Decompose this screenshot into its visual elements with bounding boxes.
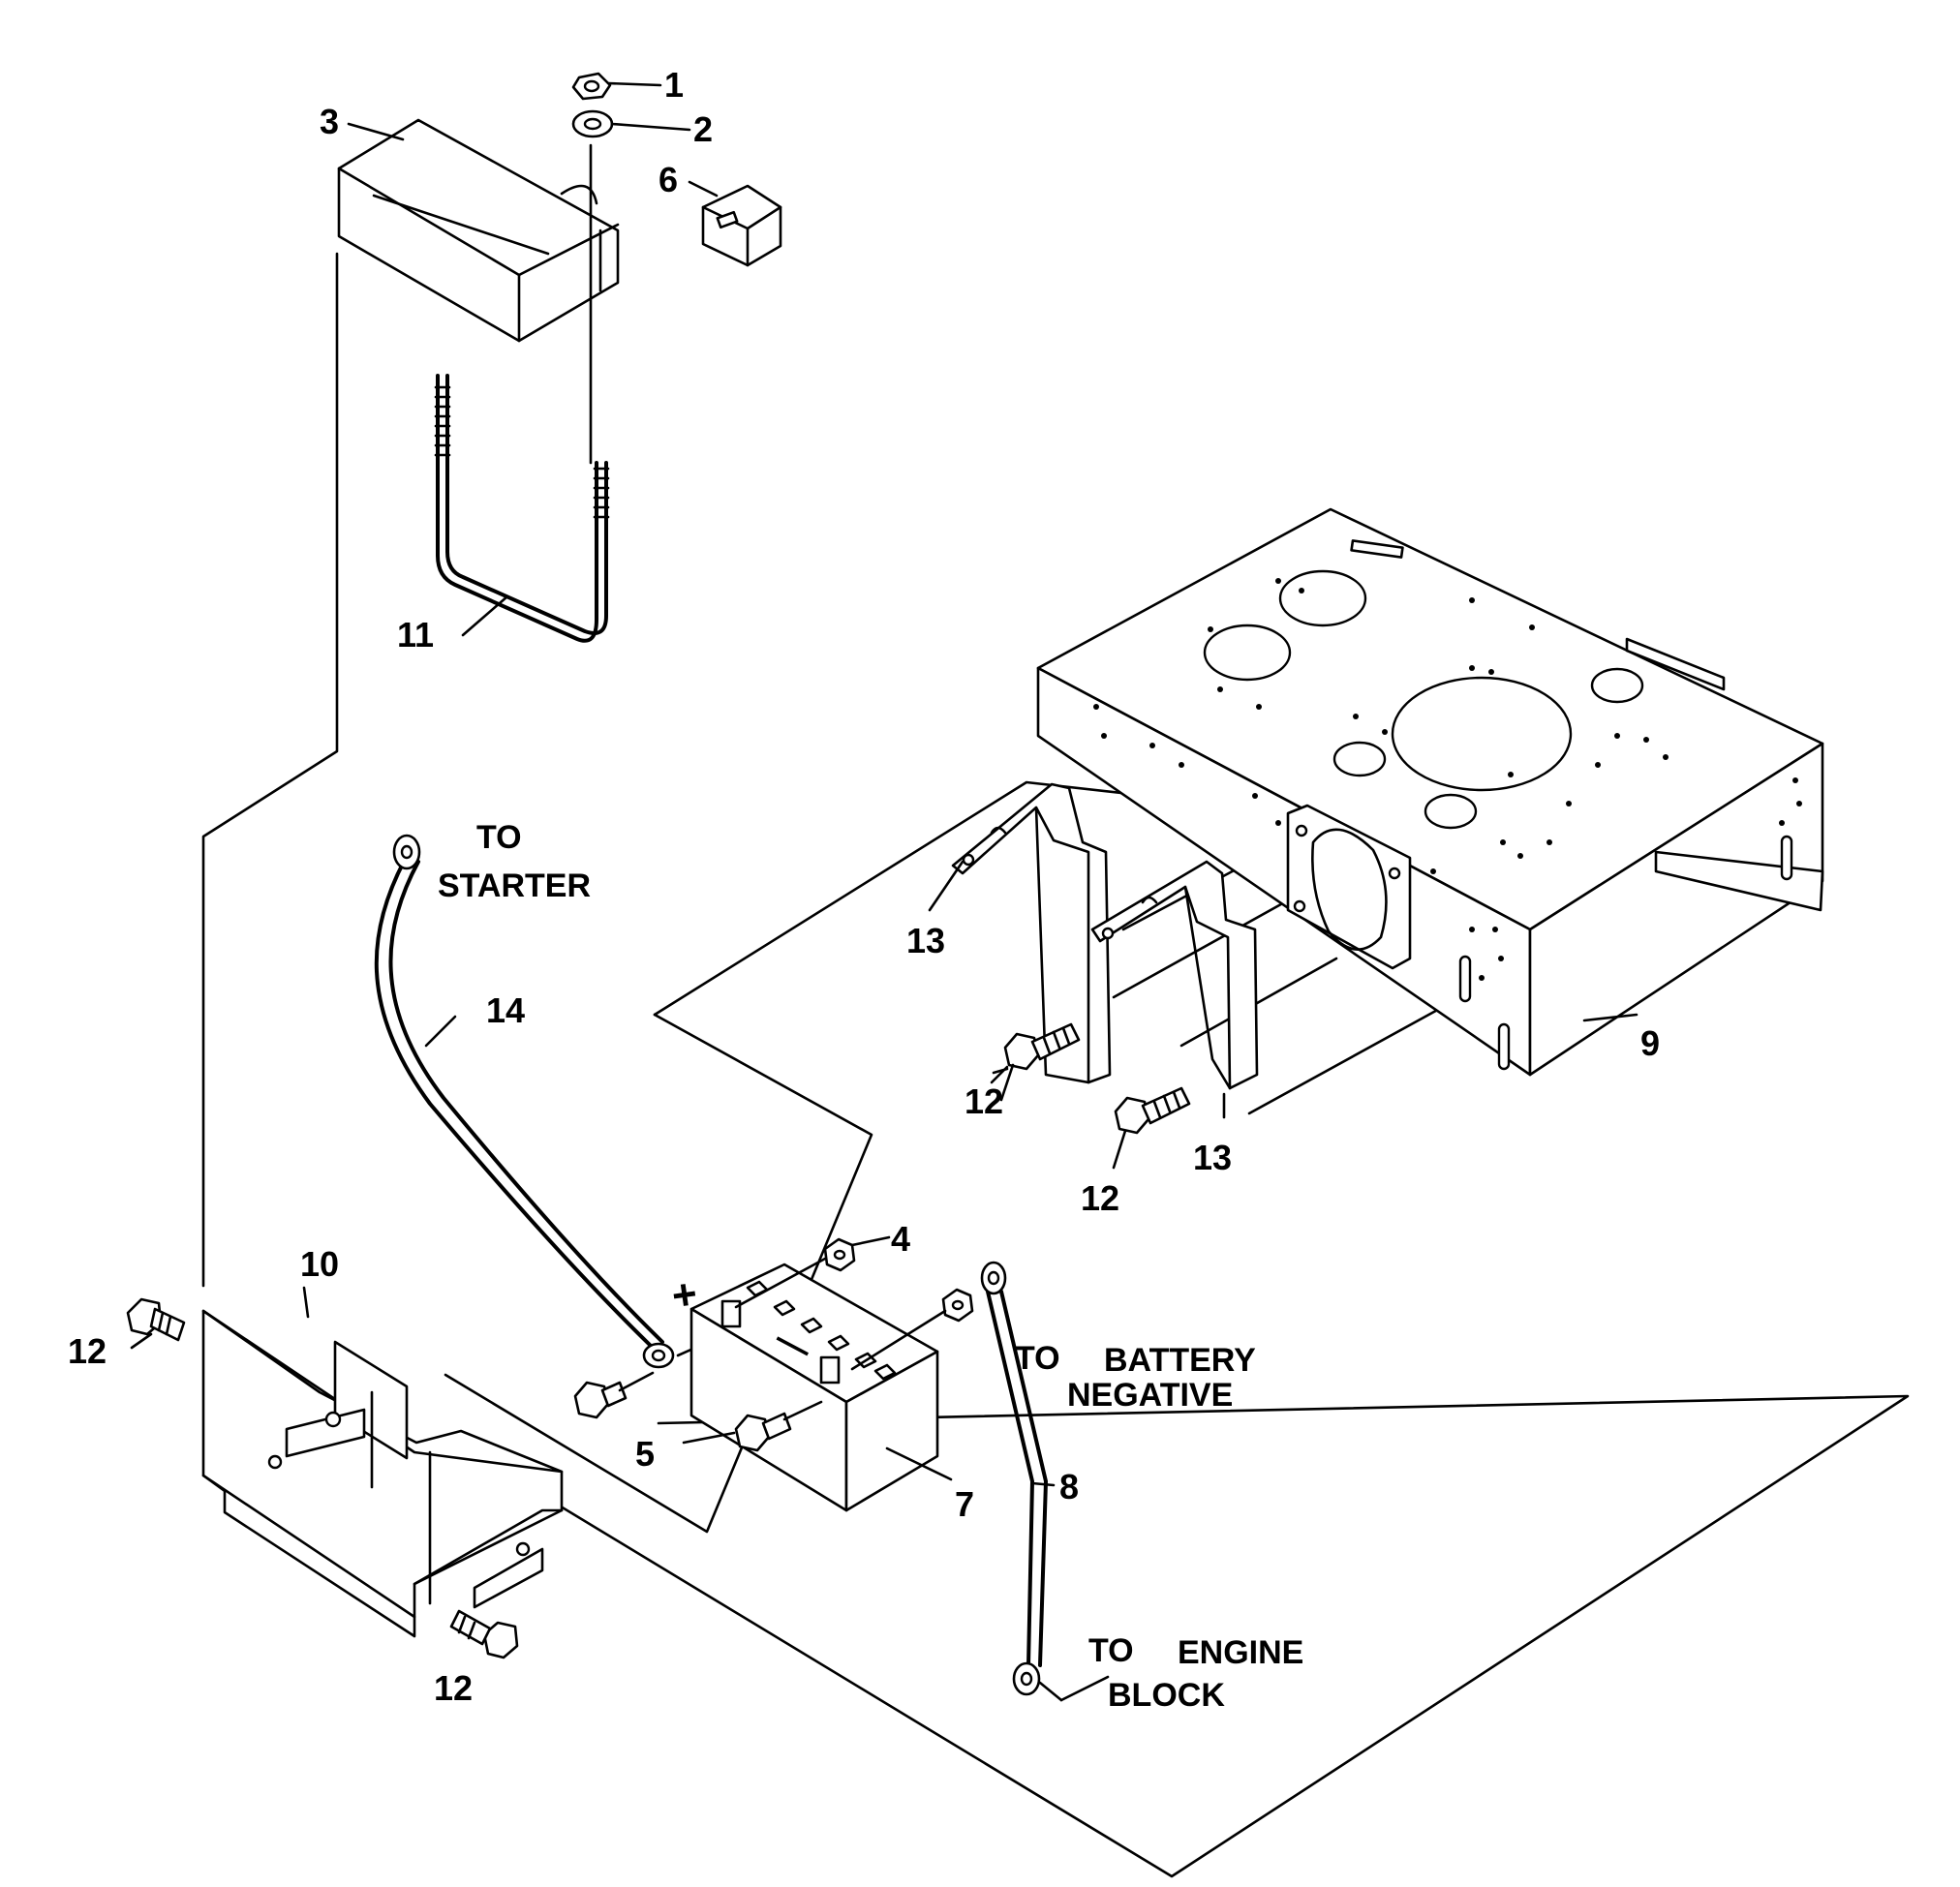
- callout-7: 7: [955, 1484, 974, 1524]
- note-to-battery-text2: NEGATIVE: [1067, 1377, 1233, 1414]
- callout-leaders: [130, 81, 1638, 1702]
- frame-front-holes: [1093, 704, 1802, 1071]
- callout-6: 6: [658, 160, 678, 199]
- bolt-part-12-tray-right: [449, 1609, 519, 1659]
- callout-12-tray-left: 12: [68, 1331, 107, 1371]
- callout-2: 2: [693, 109, 713, 149]
- callout-5: 5: [635, 1434, 655, 1474]
- cable-destination-notes: TO STARTER TO BATTERY NEGATIVE TO ENGINE…: [438, 819, 1303, 1714]
- bolt-part-12-bracket-upper: [1003, 1022, 1081, 1071]
- callout-4: 4: [891, 1219, 910, 1259]
- rod-thread-left: [434, 385, 451, 457]
- battery-part-7: [689, 1263, 939, 1512]
- bolt-part-12-tray-left: [126, 1297, 186, 1342]
- callout-12-tray-right: 12: [434, 1668, 473, 1708]
- washer-part-2: [571, 109, 614, 138]
- terminal-bolt-part-5-lower: [734, 1400, 823, 1452]
- terminal-nut-part-4-left: [734, 1237, 856, 1309]
- callout-14: 14: [486, 990, 525, 1030]
- note-to-starter-text: STARTER: [438, 867, 591, 904]
- callout-9: 9: [1640, 1023, 1660, 1063]
- callout-8: 8: [1059, 1467, 1079, 1507]
- note-to-engine-text1: ENGINE: [1178, 1634, 1303, 1671]
- engine-mount-plate: [1286, 804, 1412, 970]
- note-to-engine-to: TO: [1088, 1632, 1134, 1669]
- engine-frame-part-9: [1036, 507, 1824, 1077]
- callout-3: 3: [320, 102, 339, 141]
- hold-down-rod-part-11: [434, 143, 610, 643]
- bracket-part-13-upper: [951, 782, 1112, 1084]
- frame-holes: [1203, 569, 1669, 859]
- note-to-engine-text2: BLOCK: [1108, 1677, 1225, 1714]
- nut-part-1: [571, 72, 612, 101]
- callout-10: 10: [300, 1244, 339, 1284]
- ground-cable-part-8: [980, 1261, 1048, 1696]
- callout-1: 1: [664, 65, 684, 105]
- note-to-battery-to: TO: [1015, 1340, 1060, 1377]
- bolt-part-12-bracket-lower: [1114, 1086, 1191, 1135]
- callout-13-upper: 13: [906, 921, 945, 960]
- callout-numbers: 1 2 3 6 11 14 13 12 12 13 9 10 12 12 4 5…: [68, 65, 1660, 1708]
- note-to-battery-text1: BATTERY: [1104, 1342, 1256, 1379]
- callout-12-bracket-upper: 12: [965, 1081, 1003, 1121]
- terminal-boot-part-6: [701, 184, 782, 267]
- rod-thread-right: [593, 467, 610, 519]
- note-to-starter-to: TO: [476, 819, 522, 856]
- battery-tray-part-10: [201, 1309, 564, 1638]
- starter-cable-part-14: [374, 834, 675, 1369]
- positive-mark: +: [669, 1270, 700, 1321]
- callout-13-lower: 13: [1193, 1138, 1232, 1177]
- terminal-nut-part-4-right: [850, 1288, 974, 1371]
- callout-11: 11: [397, 615, 434, 654]
- callout-12-bracket-lower: 12: [1081, 1178, 1119, 1218]
- terminal-bolt-part-5-upper: [573, 1371, 655, 1419]
- battery-cover-part-3: [337, 118, 620, 343]
- bracket-part-13-lower: [1090, 860, 1259, 1090]
